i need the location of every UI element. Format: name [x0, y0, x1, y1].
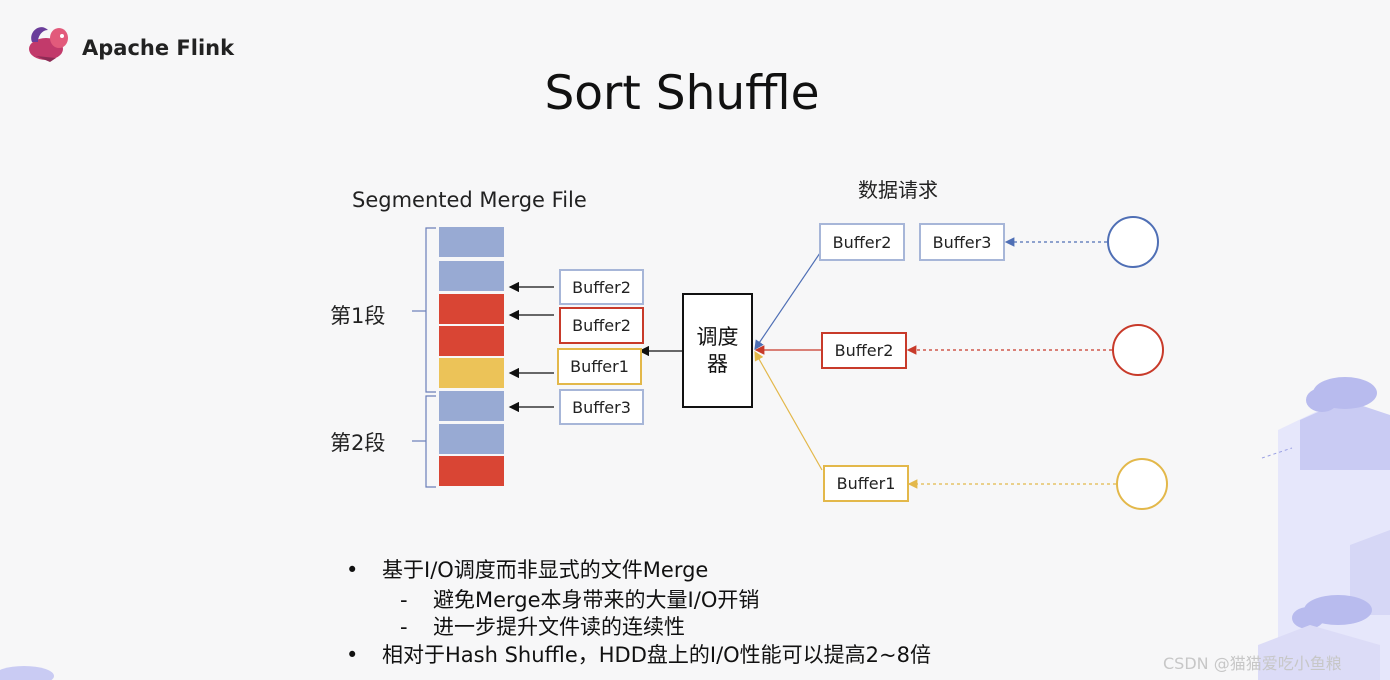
sub-bullet-item: - 避免Merge本身带来的大量I/O开销 [400, 584, 759, 614]
blue-request-circle [1107, 216, 1159, 268]
segment-2-label: 第2段 [330, 431, 386, 455]
dash-mark: - [400, 588, 408, 612]
request-buffer-yellow: Buffer1 [823, 465, 909, 502]
sub-bullet-text: 避免Merge本身带来的大量I/O开销 [433, 588, 760, 612]
file-block [439, 391, 504, 421]
write-buffer: Buffer1 [557, 348, 642, 385]
file-block [439, 326, 504, 356]
file-block [439, 424, 504, 454]
write-buffer: Buffer2 [559, 307, 644, 344]
request-buffer-red: Buffer2 [821, 332, 907, 369]
request-buffer-blue: Buffer3 [919, 223, 1005, 261]
sub-bullet-text: 进一步提升文件读的连续性 [433, 615, 685, 639]
file-block [439, 294, 504, 324]
scheduler-box: 调度器 [682, 293, 753, 408]
file-block [439, 456, 504, 486]
request-buffer-blue: Buffer2 [819, 223, 905, 261]
bullet-text: 基于I/O调度而非显式的文件Merge [382, 558, 709, 582]
segment-1-label: 第1段 [330, 304, 386, 328]
bullet-item: • 基于I/O调度而非显式的文件Merge [346, 554, 708, 584]
write-buffer: Buffer3 [559, 389, 644, 425]
write-buffer: Buffer2 [559, 269, 644, 305]
file-block [439, 227, 504, 257]
file-block [439, 358, 504, 388]
bullet-text: 相对于Hash Shuffle，HDD盘上的I/O性能可以提高2~8倍 [382, 643, 932, 667]
file-block [439, 261, 504, 291]
watermark: CSDN @猫猫爱吃小鱼粮 [1163, 654, 1342, 673]
segmented-merge-file-title: Segmented Merge File [352, 188, 587, 212]
sub-bullet-item: - 进一步提升文件读的连续性 [400, 611, 685, 641]
data-request-title: 数据请求 [858, 178, 938, 202]
brand-name: Apache Flink [82, 36, 235, 60]
bullet-mark: • [346, 558, 359, 582]
bullet-mark: • [346, 643, 359, 667]
flink-logo-icon [26, 22, 72, 68]
slide-title: Sort Shuffle [544, 66, 820, 121]
yellow-request-circle [1116, 458, 1168, 510]
dash-mark: - [400, 615, 408, 639]
red-request-circle [1112, 324, 1164, 376]
bullet-item: • 相对于Hash Shuffle，HDD盘上的I/O性能可以提高2~8倍 [346, 639, 931, 669]
